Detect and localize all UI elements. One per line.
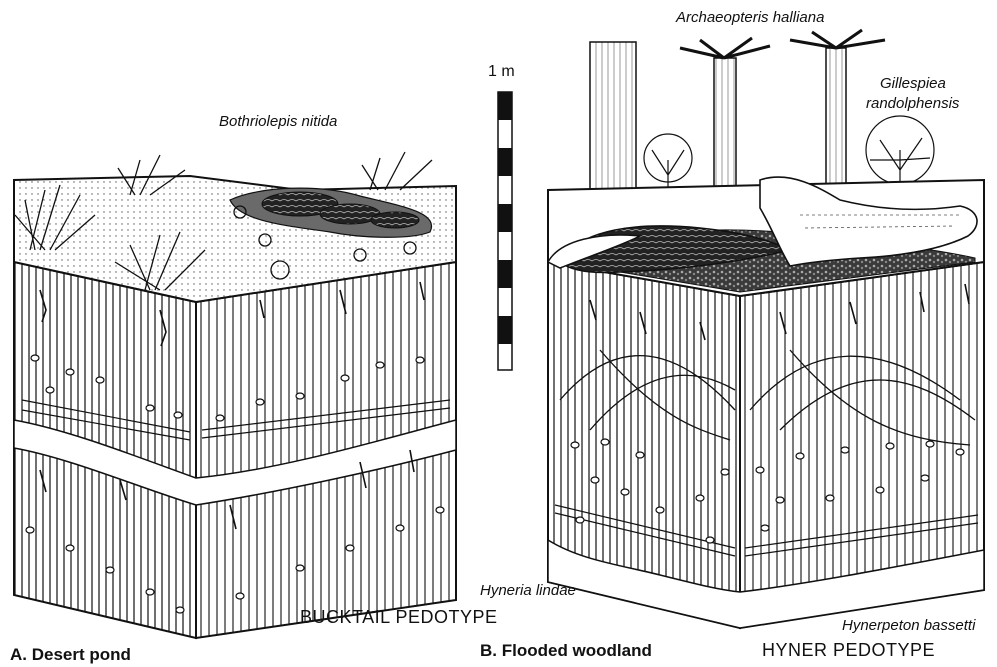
hynerpeton-label: Hynerpeton bassetti bbox=[842, 618, 975, 633]
gillespiea-label-line2: randolphensis bbox=[866, 96, 959, 111]
bothriolepis-label: Bothriolepis nitida bbox=[219, 114, 337, 129]
scale-bar-label: 1 m bbox=[488, 64, 515, 80]
bucktail-pedotype-label: BUCKTAIL PEDOTYPE bbox=[300, 608, 498, 626]
block-b bbox=[548, 30, 984, 628]
scale-bar bbox=[498, 92, 512, 370]
hyneria-label: Hyneria lindae bbox=[480, 583, 576, 598]
hyner-pedotype-label: HYNER PEDOTYPE bbox=[762, 641, 935, 659]
block-a bbox=[14, 152, 456, 638]
panel-b-caption: B. Flooded woodland bbox=[480, 642, 652, 659]
panel-a-caption: A. Desert pond bbox=[10, 646, 131, 663]
gillespiea-label-line1: Gillespiea bbox=[880, 76, 946, 91]
archaeopteris-label: Archaeopteris halliana bbox=[676, 10, 824, 25]
